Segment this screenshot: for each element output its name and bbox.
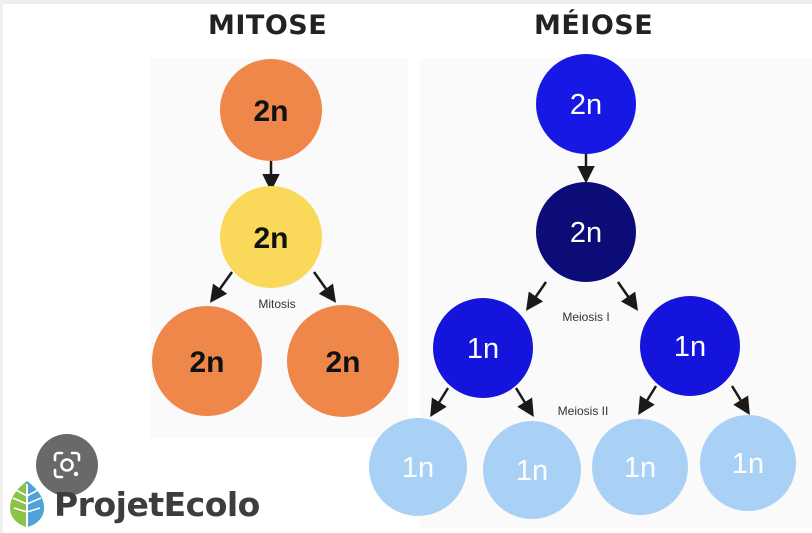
mitosis-daughter-left-label: 2n — [189, 346, 224, 379]
mitosis-heading: MITOSE — [208, 10, 328, 41]
meiosis1-left-cell — [433, 298, 533, 398]
mitosis-arrow-right — [312, 271, 337, 303]
google-lens-icon[interactable] — [36, 434, 98, 496]
gamete-cell-2 — [483, 421, 581, 519]
meiosis-heading: MÉIOSE — [534, 10, 654, 41]
mitosis-daughter-left — [152, 306, 262, 416]
mitosis-replicated-label: 2n — [253, 222, 288, 255]
logo-text: ProjetEcolo — [54, 484, 260, 524]
meiosis2-arrow-2 — [514, 387, 534, 417]
gamete-cell-3 — [592, 419, 688, 515]
mitosis-parent-label: 2n — [253, 95, 288, 128]
gamete-label-1: 1n — [402, 452, 434, 484]
gamete-cell-4 — [700, 415, 796, 511]
lens-glyph-icon — [53, 451, 81, 479]
meiosis1-right-cell — [640, 296, 740, 396]
meiosis1-stage-label: Meiosis I — [562, 310, 609, 324]
meiosis-replicated-label: 2n — [570, 217, 602, 249]
top-edge — [0, 0, 812, 4]
mitosis-stage-label: Mitosis — [258, 297, 295, 311]
meiosis1-right-label: 1n — [674, 331, 706, 363]
mitosis-parent-cell — [220, 59, 322, 161]
gamete-cell-1 — [369, 418, 467, 516]
meiosis1-left-label: 1n — [467, 333, 499, 365]
mitosis-arrow-left — [209, 271, 234, 303]
gamete-label-2: 1n — [516, 455, 548, 487]
gamete-label-3: 1n — [624, 452, 656, 484]
meiosis2-arrow-1 — [430, 387, 450, 417]
meiosis-parent-label: 2n — [570, 89, 602, 121]
meiosis2-arrow-4 — [730, 385, 750, 415]
meiosis-replicated-cell — [536, 182, 636, 282]
meiosis1-arrow-right — [616, 281, 638, 311]
left-edge — [0, 0, 3, 533]
meiosis2-arrow-3 — [638, 385, 658, 415]
gamete-label-4: 1n — [732, 448, 764, 480]
meiosis1-arrow-left — [526, 281, 548, 311]
mitosis-daughter-right — [287, 305, 399, 417]
mitosis-replicated-cell — [220, 186, 322, 288]
mitosis-daughter-right-label: 2n — [325, 346, 360, 379]
leaf-icon — [10, 481, 44, 527]
meiosis-parent-cell — [536, 54, 636, 154]
projetecolo-logo: ProjetEcolo — [4, 476, 260, 532]
meiosis2-stage-label: Meiosis II — [558, 404, 609, 418]
